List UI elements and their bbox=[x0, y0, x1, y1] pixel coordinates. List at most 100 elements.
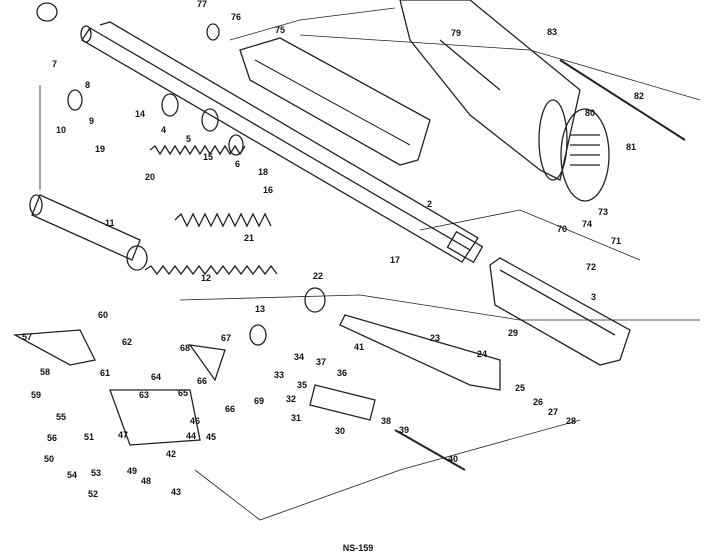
part-label-27: 27 bbox=[548, 407, 558, 417]
part-label-47: 47 bbox=[118, 430, 128, 440]
trigger-group bbox=[12, 329, 226, 446]
part-label-81: 81 bbox=[626, 142, 636, 152]
part-label-17: 17 bbox=[390, 255, 400, 265]
part-label-40: 40 bbox=[448, 454, 458, 464]
part-label-28: 28 bbox=[566, 416, 576, 426]
muzzle-cap bbox=[36, 2, 58, 22]
part-label-73: 73 bbox=[598, 207, 608, 217]
part-label-67: 67 bbox=[221, 333, 231, 343]
figure-caption: NS-159 bbox=[342, 543, 374, 553]
part-label-75: 75 bbox=[275, 25, 285, 35]
part-label-39: 39 bbox=[399, 425, 409, 435]
part-label-71: 71 bbox=[611, 236, 621, 246]
part-label-42: 42 bbox=[166, 449, 176, 459]
ring-part bbox=[228, 134, 244, 156]
ring-part bbox=[304, 287, 326, 313]
part-label-79: 79 bbox=[451, 28, 461, 38]
part-label-45: 45 bbox=[206, 432, 216, 442]
part-label-35: 35 bbox=[297, 380, 307, 390]
part-label-2: 2 bbox=[427, 199, 432, 209]
part-label-11: 11 bbox=[105, 218, 115, 228]
action-spring bbox=[174, 212, 272, 228]
part-label-20: 20 bbox=[145, 172, 155, 182]
ring-part bbox=[126, 245, 148, 271]
part-label-76: 76 bbox=[231, 12, 241, 22]
bolt bbox=[309, 384, 376, 421]
guide-line bbox=[179, 294, 700, 321]
part-label-56: 56 bbox=[47, 433, 57, 443]
action-bars bbox=[339, 314, 501, 391]
part-label-53: 53 bbox=[91, 468, 101, 478]
part-label-6: 6 bbox=[235, 159, 240, 169]
part-label-37: 37 bbox=[316, 357, 326, 367]
guide-line bbox=[229, 7, 396, 41]
ring-part bbox=[201, 108, 219, 132]
magazine-spring bbox=[144, 264, 278, 276]
part-label-19: 19 bbox=[95, 144, 105, 154]
part-label-58: 58 bbox=[40, 367, 50, 377]
part-label-51: 51 bbox=[84, 432, 94, 442]
part-label-80: 80 bbox=[585, 108, 595, 118]
part-label-82: 82 bbox=[634, 91, 644, 101]
part-label-74: 74 bbox=[582, 219, 592, 229]
recoil-pad bbox=[560, 108, 610, 202]
stock bbox=[399, 0, 581, 181]
part-label-16: 16 bbox=[263, 185, 273, 195]
guide-line bbox=[419, 209, 641, 261]
part-label-46: 46 bbox=[190, 416, 200, 426]
part-label-33: 33 bbox=[274, 370, 284, 380]
part-label-3: 3 bbox=[591, 292, 596, 302]
part-label-29: 29 bbox=[508, 328, 518, 338]
part-label-68: 68 bbox=[180, 343, 190, 353]
part-label-13: 13 bbox=[255, 304, 265, 314]
part-label-49: 49 bbox=[127, 466, 137, 476]
part-label-24: 24 bbox=[477, 349, 487, 359]
part-label-38: 38 bbox=[381, 416, 391, 426]
part-label-66: 66 bbox=[197, 376, 207, 386]
part-number-labels: 2345678910111213141516171819202122232425… bbox=[22, 0, 644, 499]
part-label-70: 70 bbox=[557, 224, 567, 234]
part-label-61: 61 bbox=[100, 368, 110, 378]
part-label-32: 32 bbox=[286, 394, 296, 404]
part-label-55: 55 bbox=[56, 412, 66, 422]
part-label-59: 59 bbox=[31, 390, 41, 400]
part-label-25: 25 bbox=[515, 383, 525, 393]
part-label-12: 12 bbox=[201, 273, 211, 283]
guide-line bbox=[299, 34, 701, 101]
part-label-43: 43 bbox=[171, 487, 181, 497]
ring-part bbox=[249, 324, 267, 346]
guide-line bbox=[194, 419, 581, 521]
part-label-44: 44 bbox=[186, 431, 196, 441]
magazine-tube bbox=[31, 194, 141, 261]
ring-part bbox=[67, 89, 83, 111]
ring-part bbox=[161, 93, 179, 117]
stock-bolt bbox=[559, 59, 686, 141]
forearm bbox=[239, 37, 431, 166]
part-label-62: 62 bbox=[122, 337, 132, 347]
part-label-41: 41 bbox=[354, 342, 364, 352]
part-label-60: 60 bbox=[98, 310, 108, 320]
part-label-21: 21 bbox=[244, 233, 254, 243]
part-label-83: 83 bbox=[547, 27, 557, 37]
part-label-10: 10 bbox=[56, 125, 66, 135]
part-label-36: 36 bbox=[337, 368, 347, 378]
part-label-8: 8 bbox=[85, 80, 90, 90]
recoil-spring bbox=[149, 144, 246, 156]
part-label-54: 54 bbox=[67, 470, 77, 480]
part-label-34: 34 bbox=[294, 352, 304, 362]
part-label-77: 77 bbox=[197, 0, 207, 9]
part-label-48: 48 bbox=[141, 476, 151, 486]
part-label-4: 4 bbox=[161, 125, 166, 135]
part-label-26: 26 bbox=[533, 397, 543, 407]
part-label-50: 50 bbox=[44, 454, 54, 464]
part-label-14: 14 bbox=[135, 109, 145, 119]
part-label-9: 9 bbox=[89, 116, 94, 126]
part-label-72: 72 bbox=[586, 262, 596, 272]
part-label-22: 22 bbox=[313, 271, 323, 281]
part-label-30: 30 bbox=[335, 426, 345, 436]
part-label-63: 63 bbox=[139, 390, 149, 400]
part-label-23: 23 bbox=[430, 333, 440, 343]
firing-pin bbox=[394, 429, 466, 471]
part-label-57: 57 bbox=[22, 332, 32, 342]
